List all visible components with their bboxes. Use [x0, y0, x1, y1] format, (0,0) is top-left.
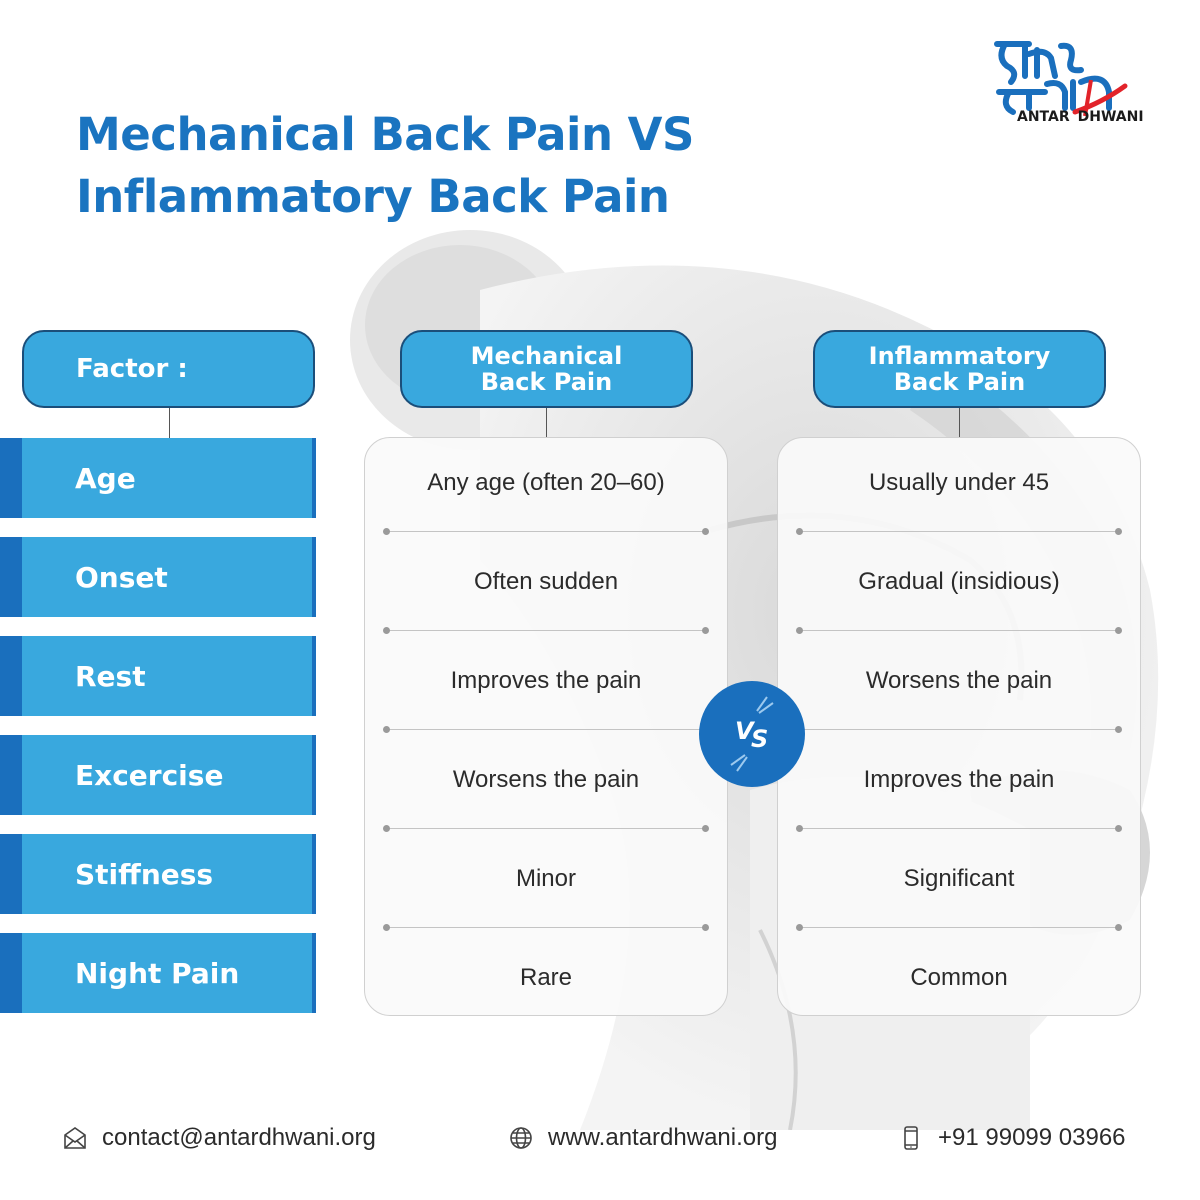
title-line-1: Mechanical Back Pain VS: [76, 108, 694, 161]
footer-email-text[interactable]: contact@antardhwani.org: [102, 1124, 376, 1151]
mechanical-connector: [546, 408, 547, 438]
footer-website-text[interactable]: www.antardhwani.org: [548, 1124, 778, 1151]
mechanical-cell: Often sudden: [473, 568, 619, 595]
factor-label: Age: [75, 461, 136, 495]
mechanical-header-line-1: Mechanical: [470, 342, 623, 370]
inflammatory-panel: Usually under 45 Gradual (insidious) Wor…: [777, 437, 1141, 1016]
factor-label: Rest: [75, 659, 146, 693]
mechanical-header-line-2: Back Pain: [480, 368, 613, 396]
factor-label: Excercise: [75, 758, 224, 792]
inflammatory-cell: Significant: [903, 865, 1015, 892]
svg-text:S: S: [751, 725, 768, 753]
mechanical-panel: Any age (often 20–60) Often sudden Impro…: [364, 437, 728, 1016]
row-divider: [796, 923, 1122, 931]
factor-label: Stiffness: [75, 857, 214, 891]
factor-label: Onset: [75, 560, 168, 594]
vs-badge: V S: [699, 681, 805, 787]
mechanical-cell: Worsens the pain: [452, 766, 640, 793]
factor-header-label: Factor :: [76, 354, 188, 384]
factor-tab-night-pain: Night Pain: [0, 933, 316, 1013]
row-divider: [796, 725, 1122, 733]
mechanical-cell: Improves the pain: [450, 667, 642, 694]
phone-icon: [904, 1126, 918, 1150]
inflammatory-cell: Improves the pain: [863, 766, 1055, 793]
row-divider: [383, 626, 709, 634]
inflammatory-cell: Worsens the pain: [865, 667, 1053, 694]
inflammatory-connector: [959, 408, 960, 438]
factor-tab-stiffness: Stiffness: [0, 834, 316, 914]
inflammatory-header-line-2: Back Pain: [893, 368, 1026, 396]
title-line-2: Inflammatory Back Pain: [76, 170, 670, 223]
factor-label: Night Pain: [75, 956, 240, 990]
inflammatory-cell: Common: [910, 964, 1008, 991]
factor-connector: [169, 408, 170, 438]
inflammatory-cell: Usually under 45: [868, 469, 1050, 496]
inflammatory-header: Inflammatory Back Pain: [813, 330, 1106, 408]
row-divider: [383, 725, 709, 733]
row-divider: [383, 824, 709, 832]
mechanical-header: Mechanical Back Pain: [400, 330, 693, 408]
factor-tab-age: Age: [0, 438, 316, 518]
footer-phone-text[interactable]: +91 99099 03966: [938, 1124, 1126, 1151]
mechanical-cell: Any age (often 20–60): [427, 469, 665, 496]
vs-lightning-icon: V S: [730, 696, 774, 772]
row-divider: [383, 527, 709, 535]
footer-website[interactable]: www.antardhwani.org: [508, 1124, 777, 1152]
mechanical-cell: Rare: [519, 964, 573, 991]
svg-text:V: V: [735, 717, 756, 745]
logo-word-antar: ANTAR: [1017, 109, 1070, 125]
row-divider: [796, 527, 1122, 535]
inflammatory-header-line-1: Inflammatory: [868, 342, 1051, 370]
antar-dhwani-logo: [994, 41, 1128, 117]
row-divider: [796, 824, 1122, 832]
globe-icon: [510, 1127, 532, 1149]
footer-phone[interactable]: +91 99099 03966: [898, 1124, 1126, 1152]
logo-wordmark: ANTAR DHWANI: [1017, 109, 1152, 125]
mechanical-cell: Minor: [515, 865, 576, 892]
logo-word-dhwani: DHWANI: [1077, 109, 1144, 125]
footer-email[interactable]: contact@antardhwani.org: [62, 1124, 376, 1152]
row-divider: [383, 923, 709, 931]
factor-tab-exercise: Excercise: [0, 735, 316, 815]
factor-tab-rest: Rest: [0, 636, 316, 716]
factor-tab-onset: Onset: [0, 537, 316, 617]
row-divider: [796, 626, 1122, 634]
page-title: Mechanical Back Pain VS Inflammatory Bac…: [76, 104, 694, 228]
envelope-icon: [64, 1127, 86, 1149]
factor-header: Factor :: [22, 330, 315, 408]
inflammatory-cell: Gradual (insidious): [858, 568, 1060, 595]
